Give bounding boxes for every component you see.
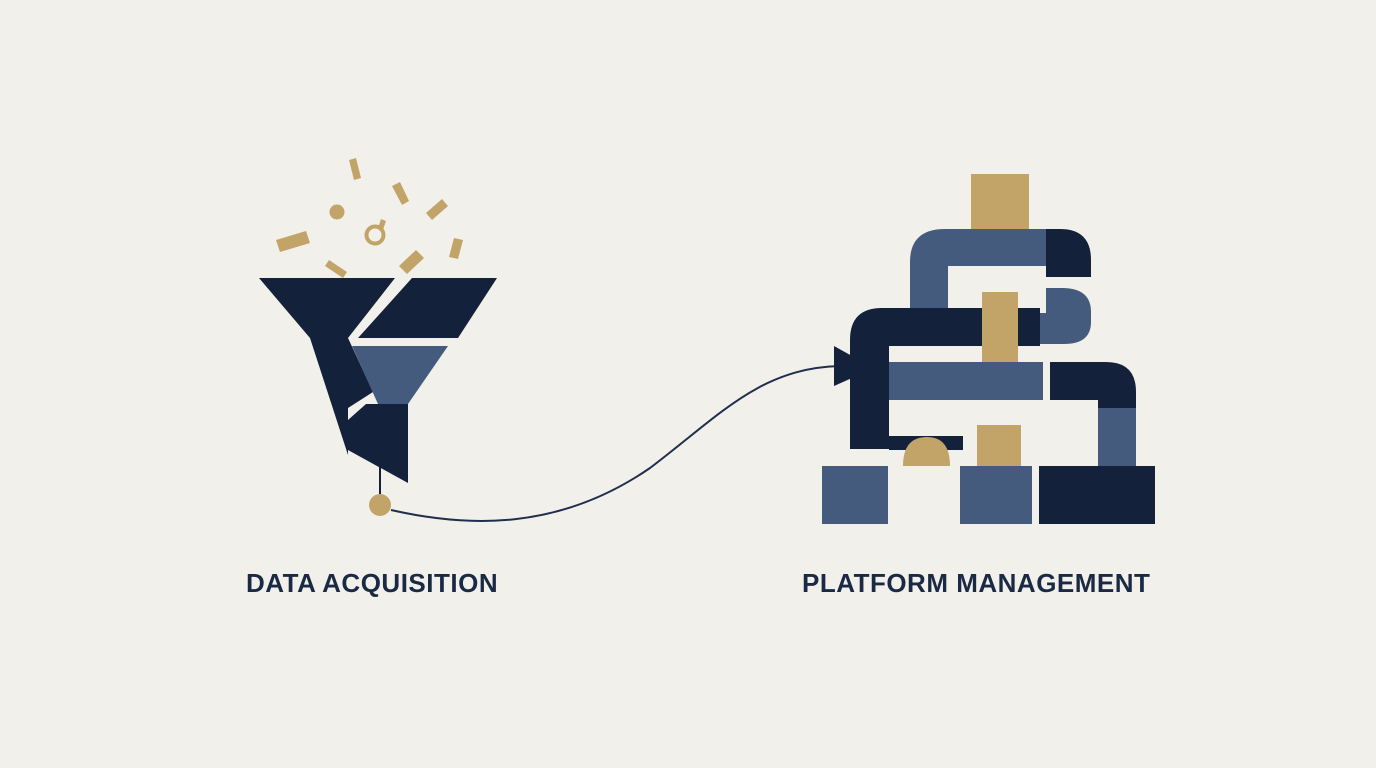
particle xyxy=(392,182,409,205)
small-gold-block xyxy=(977,425,1021,466)
particle-ring xyxy=(364,224,386,246)
output-node xyxy=(369,494,391,516)
right-down-pipe xyxy=(1098,408,1136,466)
gold-dome xyxy=(903,437,950,466)
base-block-right xyxy=(1039,466,1155,524)
data-acquisition-label: DATA ACQUISITION xyxy=(246,568,499,598)
center-gold-column xyxy=(982,292,1018,362)
particle xyxy=(329,204,345,220)
platform-management-label: PLATFORM MANAGEMENT xyxy=(802,568,1151,598)
data-particles xyxy=(276,158,463,278)
connector-line xyxy=(390,365,841,522)
top-arch-end xyxy=(1046,229,1091,277)
pipe-machine-icon xyxy=(822,174,1155,524)
right-elbow-pipe xyxy=(1050,362,1136,408)
right-hook-pipe xyxy=(1040,288,1091,344)
funnel-left-wall xyxy=(310,338,373,455)
top-gold-block xyxy=(971,174,1029,231)
funnel-icon xyxy=(259,158,497,516)
funnel-top-left xyxy=(259,278,395,338)
particle xyxy=(449,238,463,259)
funnel-spout xyxy=(348,404,408,483)
funnel-top-right xyxy=(358,278,497,338)
inlet-nozzle xyxy=(834,346,852,386)
particle xyxy=(349,158,361,180)
particle xyxy=(325,260,347,278)
funnel-inner xyxy=(352,346,448,404)
middle-pipe xyxy=(889,362,1043,400)
particle xyxy=(378,219,386,230)
particle xyxy=(276,231,310,252)
particle xyxy=(426,199,448,220)
base-block-left xyxy=(822,466,888,524)
particle xyxy=(399,250,424,274)
base-block-middle xyxy=(960,466,1032,524)
